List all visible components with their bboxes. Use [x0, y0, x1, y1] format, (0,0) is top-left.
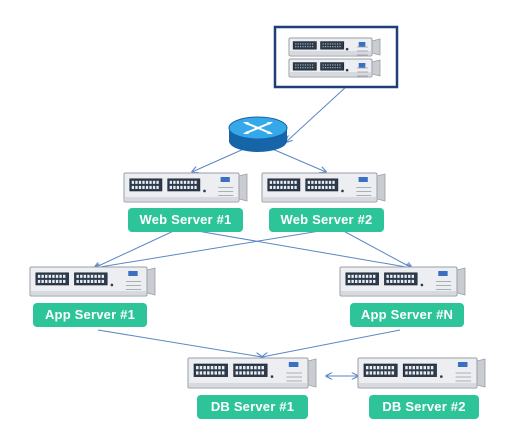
connector-router-to-web2 — [269, 147, 326, 172]
connectors — [94, 85, 412, 376]
db-server-1-label: DB Server #1 — [197, 395, 308, 419]
app-server-1-icon — [29, 266, 156, 297]
router-icon — [228, 116, 288, 152]
db-server-2-label: DB Server #2 — [369, 395, 479, 419]
web-server-2-label: Web Server #2 — [269, 208, 384, 232]
rack-enclosure-icon — [273, 25, 399, 89]
connector-web1-to-appN — [179, 227, 412, 268]
rack-server-2-icon — [288, 58, 381, 78]
rack-server-1-icon — [288, 37, 381, 57]
app-server-n-icon — [339, 266, 466, 297]
connector-web2-to-appN — [337, 227, 412, 268]
db-server-1-icon — [187, 357, 317, 389]
connector-app1-to-db1 — [97, 329, 262, 357]
web-server-2-icon — [261, 172, 386, 203]
app-server-n-label: App Server #N — [350, 303, 464, 327]
connector-rack-to-router — [286, 85, 348, 142]
connector-router-to-web1 — [192, 147, 247, 172]
connector-web1-to-app1 — [94, 227, 181, 268]
app-server-1-label: App Server #1 — [33, 303, 147, 327]
web-server-1-icon — [123, 172, 248, 203]
connector-appN-to-db1 — [262, 329, 401, 357]
web-server-1-label: Web Server #1 — [128, 208, 243, 232]
db-server-2-icon — [357, 357, 486, 389]
connector-web2-to-app1 — [94, 227, 339, 268]
